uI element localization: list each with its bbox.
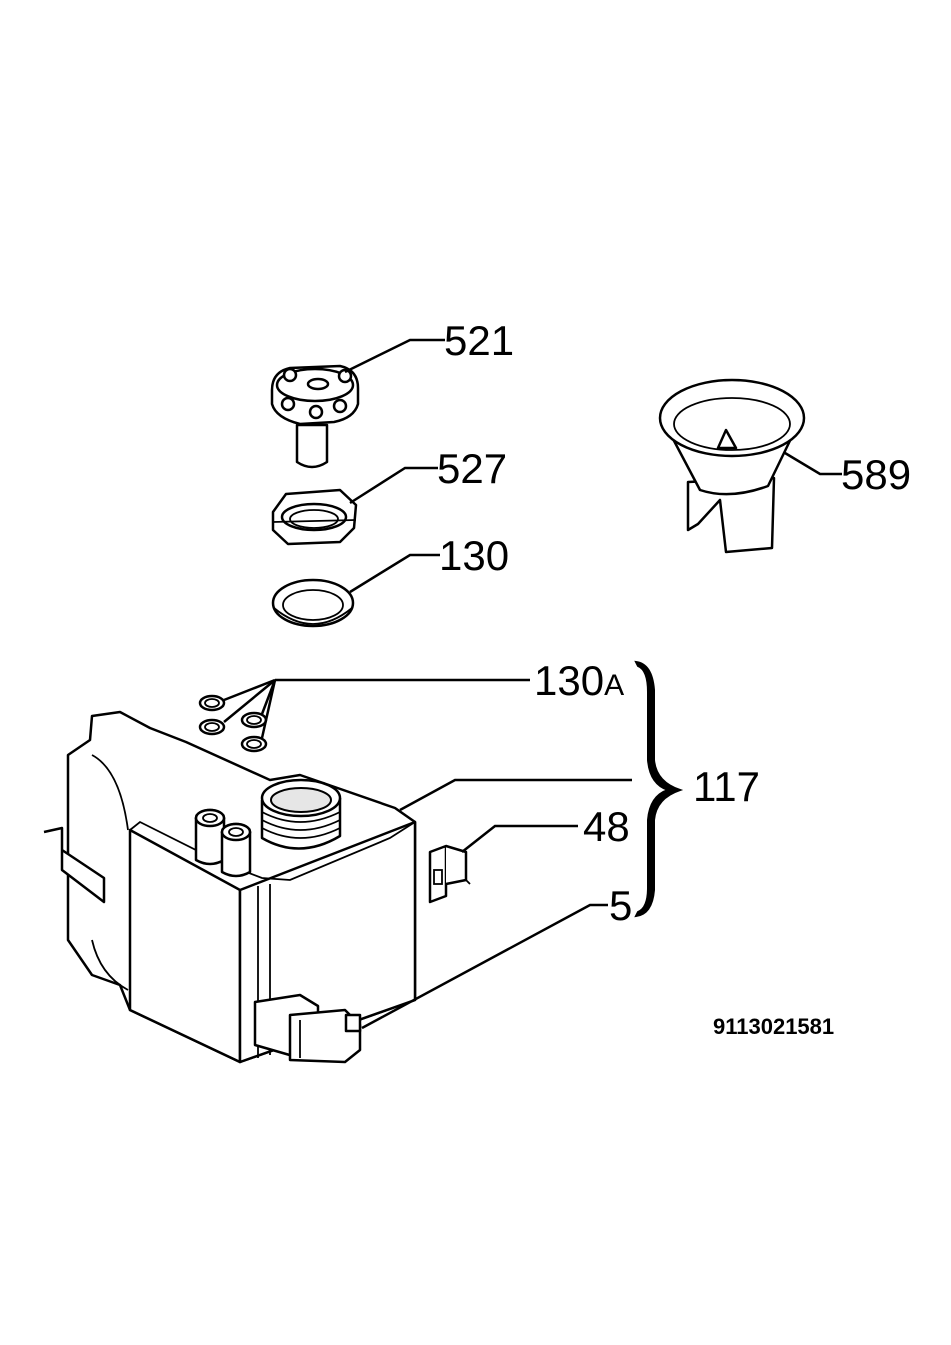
leader-48 [461,824,578,853]
callout-589: 589 [841,451,911,498]
callout-117: 117 [693,763,760,810]
leader-5 [361,903,608,1030]
callout-48: 48 [583,803,630,850]
leader-521 [344,338,445,374]
callout-130a: 130A [534,657,624,704]
part-527-nut [271,488,358,546]
leader-117-tank [399,778,632,812]
callout-130: 130 [439,532,509,579]
callout-130a-number: 130 [534,657,604,704]
part-589-funnel [658,378,806,554]
part-521-cap [270,364,360,469]
leader-527 [349,466,438,505]
leader-589 [784,451,842,476]
leader-130a [223,678,530,739]
callout-5: 5 [609,882,632,929]
part-130-gasket [271,578,355,628]
drawing-code: 9113021581 [713,1014,834,1039]
callout-527: 527 [437,445,507,492]
callout-521: 521 [444,317,514,364]
part-117-tank [43,694,417,1064]
group-bracket-117 [634,660,684,918]
callout-130a-suffix: A [604,669,624,702]
leader-130 [349,553,440,594]
part-48-connector [428,844,471,904]
